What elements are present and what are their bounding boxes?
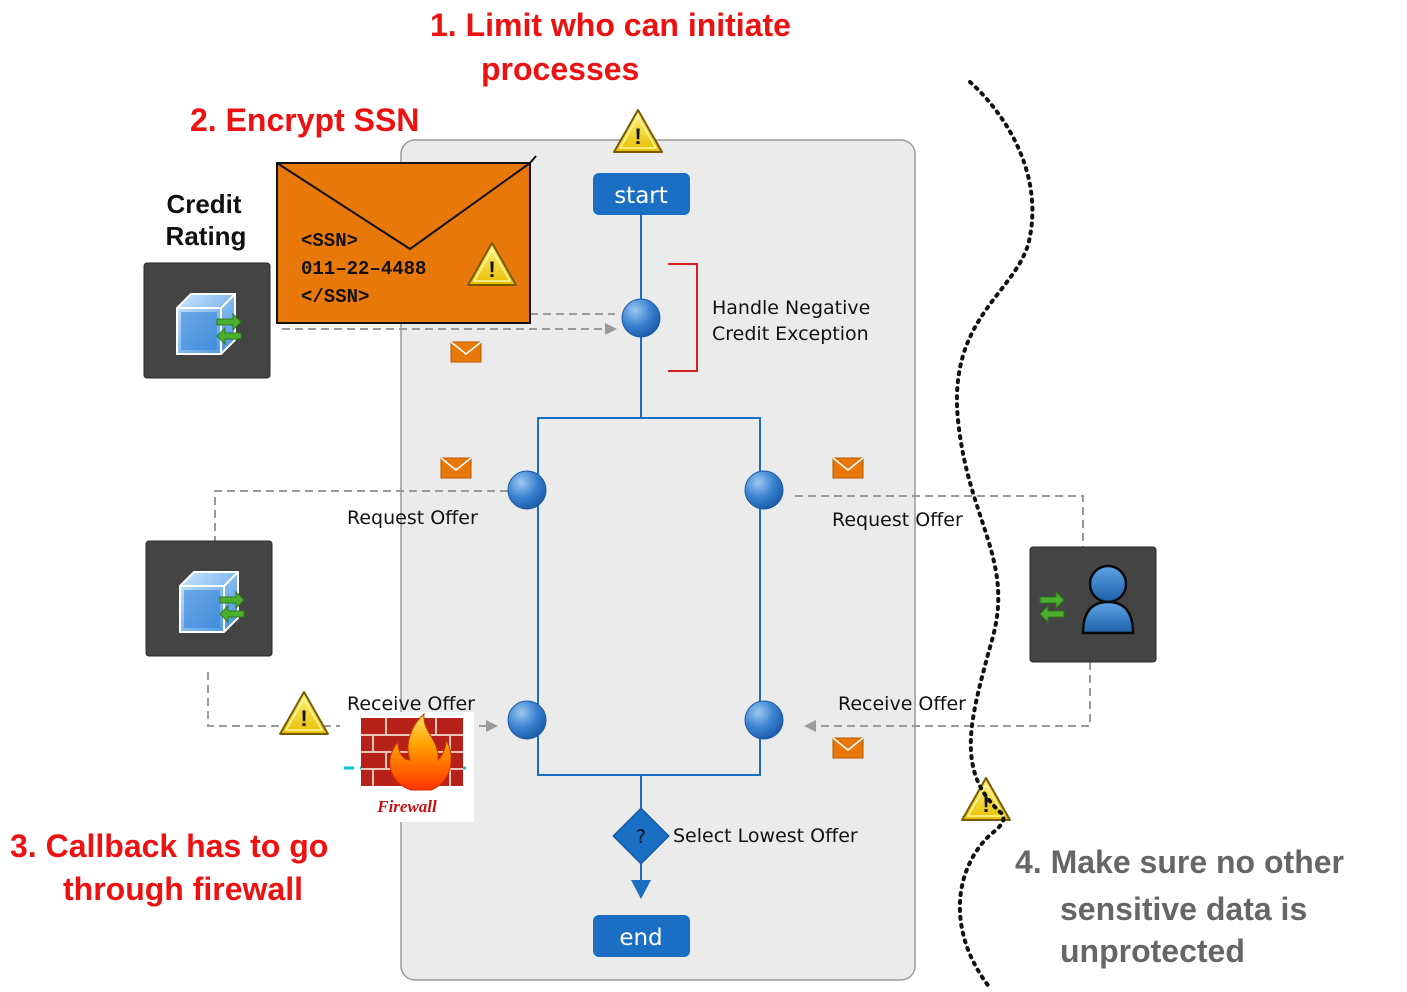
warning-icon: ! xyxy=(613,109,663,153)
mail-icon xyxy=(440,457,472,479)
mail-icon xyxy=(832,737,864,759)
note-4-line-1: 4. Make sure no other xyxy=(1015,844,1344,880)
note-4-line-2: sensitive data is xyxy=(1060,891,1307,927)
note-1-line-1: 1. Limit who can initiate xyxy=(430,7,791,43)
mail-icon xyxy=(450,341,482,363)
select-lowest-label: Select Lowest Offer xyxy=(673,825,858,847)
flow-arrow-to-end xyxy=(631,880,651,899)
firewall-icon: Firewall xyxy=(340,712,474,822)
svg-text:!: ! xyxy=(982,792,989,817)
trust-boundary xyxy=(954,80,1035,990)
handle-exception-label-2: Credit Exception xyxy=(712,323,869,345)
handle-exception-label-1: Handle Negative xyxy=(712,297,870,319)
request-offer-left-label: Request Offer xyxy=(347,507,478,529)
warning-icon: ! xyxy=(961,777,1011,821)
message-connectors xyxy=(207,313,1091,732)
ssn-value: 011–22–4488 xyxy=(301,258,426,280)
start-button[interactable]: start xyxy=(593,173,690,215)
svg-text:!: ! xyxy=(300,706,307,731)
node-receive-offer-left[interactable] xyxy=(507,700,547,740)
credit-rating-title-1: Credit xyxy=(166,189,241,219)
node-request-offer-left[interactable] xyxy=(507,470,547,510)
warning-icon: ! xyxy=(467,242,517,286)
request-offer-right-label: Request Offer xyxy=(832,509,963,531)
ssn-envelope: <SSN> 011–22–4488 </SSN> xyxy=(276,155,537,324)
lender-service-left[interactable] xyxy=(145,540,273,657)
mail-icon xyxy=(832,457,864,479)
node-receive-offer-right[interactable] xyxy=(744,700,784,740)
note-1-line-2: processes xyxy=(481,51,639,87)
decision-select-lowest[interactable]: ? xyxy=(612,807,670,865)
note-3-line-2: through firewall xyxy=(63,871,303,907)
firewall-label: Firewall xyxy=(376,797,437,816)
exception-scope-bracket xyxy=(668,263,698,372)
ssn-open-tag: <SSN> xyxy=(301,230,358,252)
node-handle-exception[interactable] xyxy=(621,298,661,338)
end-label: end xyxy=(619,925,662,951)
receive-offer-right-label: Receive Offer xyxy=(838,693,966,715)
person-icon xyxy=(1081,564,1135,635)
decision-mark: ? xyxy=(636,826,646,848)
process-container xyxy=(400,139,916,981)
end-button[interactable]: end xyxy=(593,915,690,957)
note-4-line-3: unprotected xyxy=(1060,933,1245,969)
svg-text:!: ! xyxy=(634,124,641,149)
note-2: 2. Encrypt SSN xyxy=(190,102,419,138)
note-3-line-1: 3. Callback has to go xyxy=(10,828,328,864)
ssn-close-tag: </SSN> xyxy=(301,286,369,308)
credit-rating-title-2: Rating xyxy=(166,221,247,251)
warning-icon: ! xyxy=(279,691,329,735)
start-label: start xyxy=(614,183,668,209)
node-request-offer-right[interactable] xyxy=(744,470,784,510)
svg-text:!: ! xyxy=(488,257,495,282)
lender-service-right[interactable] xyxy=(1029,546,1157,663)
credit-rating-service[interactable] xyxy=(143,262,271,379)
receive-offer-left-label: Receive Offer xyxy=(347,693,475,715)
